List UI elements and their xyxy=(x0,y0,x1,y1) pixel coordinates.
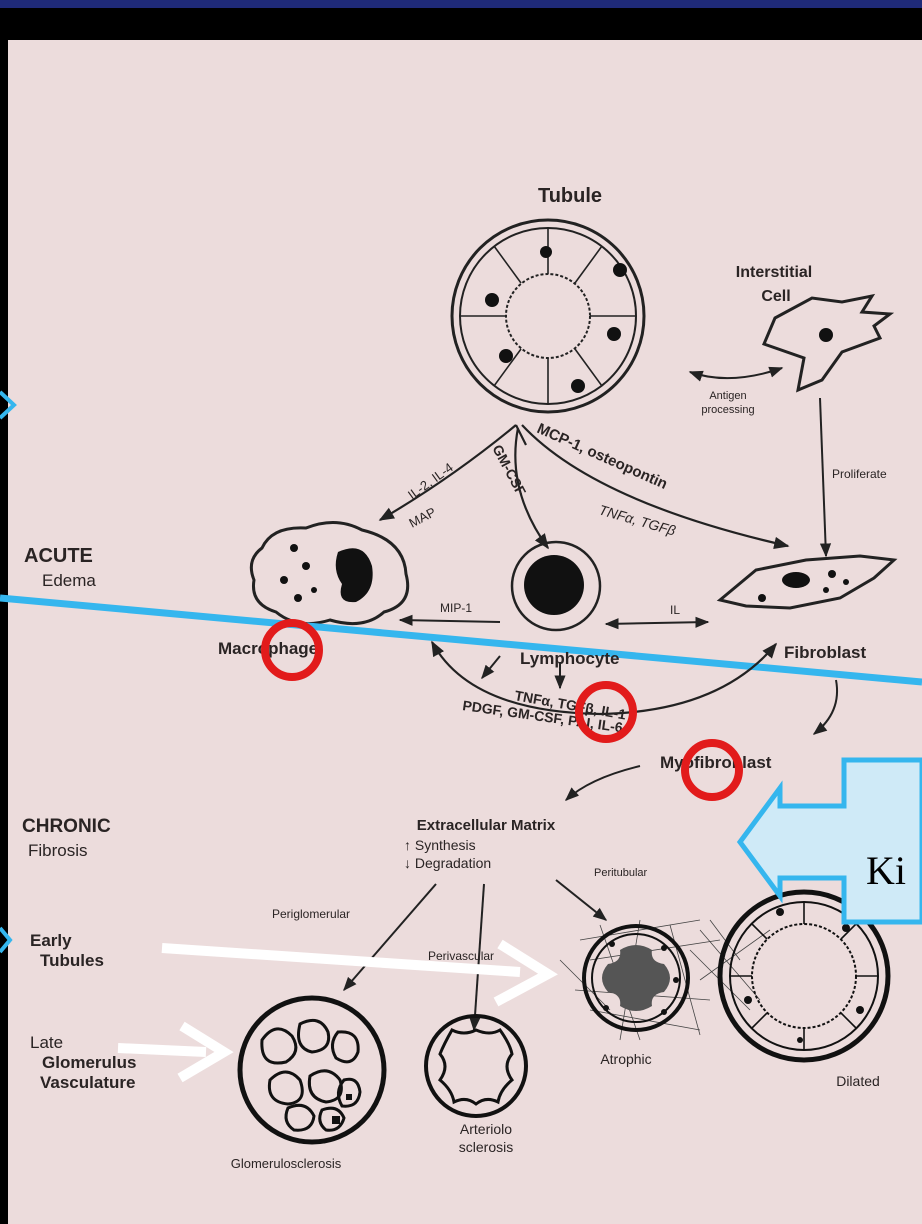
glomerulus-label: Glomerulus xyxy=(42,1053,136,1072)
fibroblast-label: Fibroblast xyxy=(784,643,867,662)
fibrosis-label: Fibrosis xyxy=(28,841,88,860)
interstitial-label-line2: Cell xyxy=(761,288,790,305)
ecm-label: Extracellular Matrix xyxy=(417,817,556,834)
acute-label: ACUTE xyxy=(24,545,93,567)
top-bar xyxy=(0,0,922,8)
periglomerular-label: Periglomerular xyxy=(272,907,350,921)
tubules-label: Tubules xyxy=(40,951,104,970)
edema-label: Edema xyxy=(42,571,96,590)
interstitial-label-line1: Interstitial xyxy=(736,264,812,281)
early-label: Early xyxy=(30,931,72,950)
proliferate-label: Proliferate xyxy=(832,467,887,481)
il-label: IL xyxy=(670,603,680,617)
lymphocyte-label: Lymphocyte xyxy=(520,649,620,668)
antigen-label-line2: processing xyxy=(701,404,754,416)
arteriolo-label: Arteriolo xyxy=(460,1121,512,1137)
callout-text: Ki xyxy=(866,848,906,893)
dilated-label: Dilated xyxy=(836,1073,880,1089)
antigen-label-line1: Antigen xyxy=(709,390,746,402)
late-label: Late xyxy=(30,1033,63,1052)
peritubular-label: Peritubular xyxy=(594,867,648,879)
glomerulosclerosis-label: Glomerulosclerosis xyxy=(231,1156,342,1171)
mip1-label: MIP-1 xyxy=(440,601,472,615)
perivascular-label: Perivascular xyxy=(428,949,494,963)
synthesis-label: ↑ Synthesis xyxy=(404,837,476,853)
degradation-label: ↓ Degradation xyxy=(404,855,491,871)
myofibroblast-label: Myofibroblast xyxy=(660,753,772,772)
atrophic-label: Atrophic xyxy=(600,1051,651,1067)
vasculature-label: Vasculature xyxy=(40,1073,135,1092)
chronic-label: CHRONIC xyxy=(22,816,111,837)
tubule-label: Tubule xyxy=(538,185,602,207)
sclerosis-label: sclerosis xyxy=(459,1139,513,1155)
